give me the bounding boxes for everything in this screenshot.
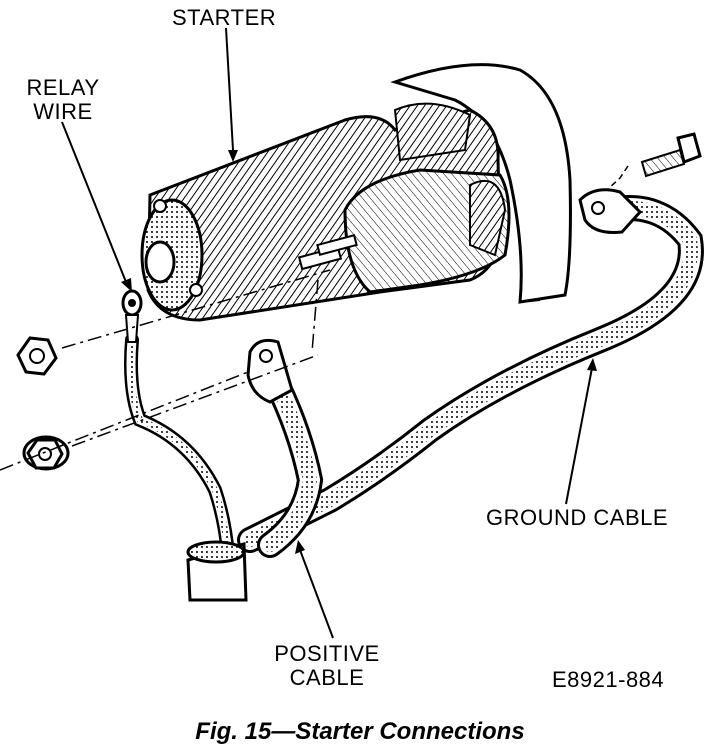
ground-cable <box>237 188 704 553</box>
starter-arrowhead <box>228 150 238 162</box>
mounting-plate <box>390 63 572 304</box>
label-positive-cable-line2: CABLE <box>289 665 365 690</box>
label-relay-wire: RELAY WIRE <box>8 76 118 124</box>
ground-cable-leader <box>565 367 593 505</box>
positive-cable-nut <box>22 435 70 471</box>
label-ground-cable: GROUND CABLE <box>486 505 669 530</box>
positive-cable-leader <box>299 549 334 639</box>
figure-code: E8921-884 <box>552 667 665 692</box>
relay-wire-nut <box>16 336 58 376</box>
mounting-bolt <box>595 132 702 201</box>
relay-wire-leader <box>61 121 127 283</box>
figure-caption: Fig. 15—Starter Connections <box>195 718 525 745</box>
label-relay-wire-line1: RELAY <box>26 75 100 100</box>
leader-arrows <box>61 27 597 639</box>
label-positive-cable: POSITIVE CABLE <box>262 642 392 690</box>
cable-sleeve <box>186 540 248 602</box>
starter-motor <box>140 102 511 322</box>
label-relay-wire-line2: WIRE <box>33 99 93 124</box>
label-positive-cable-line1: POSITIVE <box>274 641 380 666</box>
relay-wire <box>121 289 235 562</box>
starter-leader <box>225 27 234 151</box>
positive-cable-arrowhead <box>295 540 305 554</box>
positive-cable <box>246 338 324 558</box>
label-starter: STARTER <box>172 5 277 30</box>
ground-cable-arrowhead <box>587 358 597 371</box>
assembly-center-lines <box>0 269 331 471</box>
relay-wire-arrowhead <box>121 278 132 292</box>
